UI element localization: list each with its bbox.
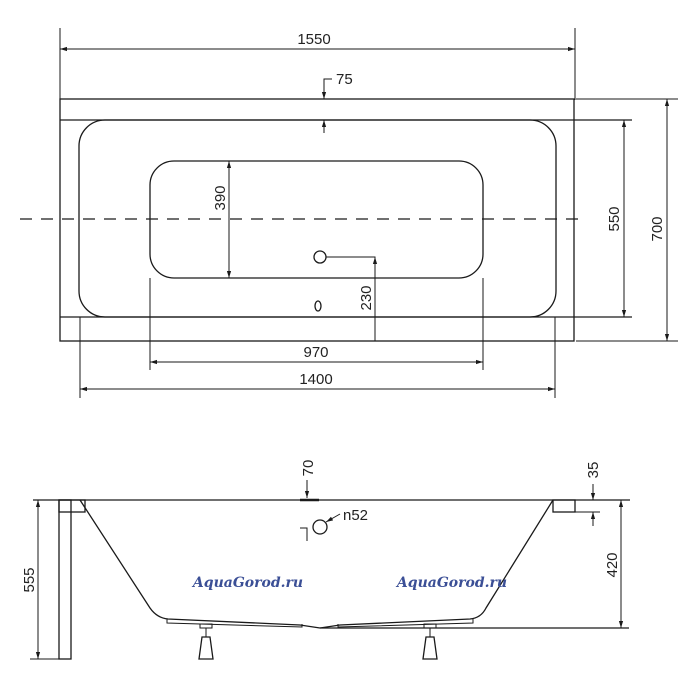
right-rim-block	[552, 499, 576, 513]
dim-label-inner-bottom-width: 390	[212, 185, 229, 210]
front-panel	[58, 499, 72, 660]
overflow-leader	[325, 513, 341, 523]
overflow-icon	[314, 300, 322, 312]
dim-label-drain-position: 70	[300, 460, 317, 477]
tub-profile	[79, 499, 554, 629]
leg-right	[422, 623, 438, 660]
tub-rim-outline	[59, 98, 575, 342]
dim-label-rim-thickness: 35	[585, 462, 602, 479]
bottom-plate-left	[166, 619, 303, 628]
bottom-plate-right	[337, 619, 474, 628]
dim-label-bowl-width: 550	[606, 206, 623, 231]
overflow-axis-mark	[300, 527, 308, 541]
dim-label-overall-length: 1550	[297, 31, 330, 48]
dim-leader-75	[321, 78, 332, 99]
dim-label-bowl-depth: 420	[604, 552, 621, 577]
dim-label-bowl-length: 1400	[299, 371, 332, 388]
leg-left	[198, 623, 214, 660]
drain-icon	[313, 250, 327, 264]
dim-label-inner-bottom-length: 970	[303, 344, 328, 361]
dim-label-rim-width: 75	[336, 71, 353, 88]
watermark-text: AquaGorod.ru	[395, 575, 507, 591]
dim-label-drain-offset: 230	[358, 285, 375, 310]
watermark-text: AquaGorod.ru	[191, 575, 303, 591]
overflow-icon	[312, 519, 328, 535]
dim-label-overall-height: 555	[21, 567, 38, 592]
side-view: 555 70 n52 35 42	[21, 460, 630, 660]
dim-label-overall-width: 700	[649, 216, 666, 241]
left-rim-block	[58, 499, 86, 513]
top-view: 1550 75 390 230 550 700	[20, 28, 678, 398]
dim-label-overflow: n52	[343, 507, 368, 524]
